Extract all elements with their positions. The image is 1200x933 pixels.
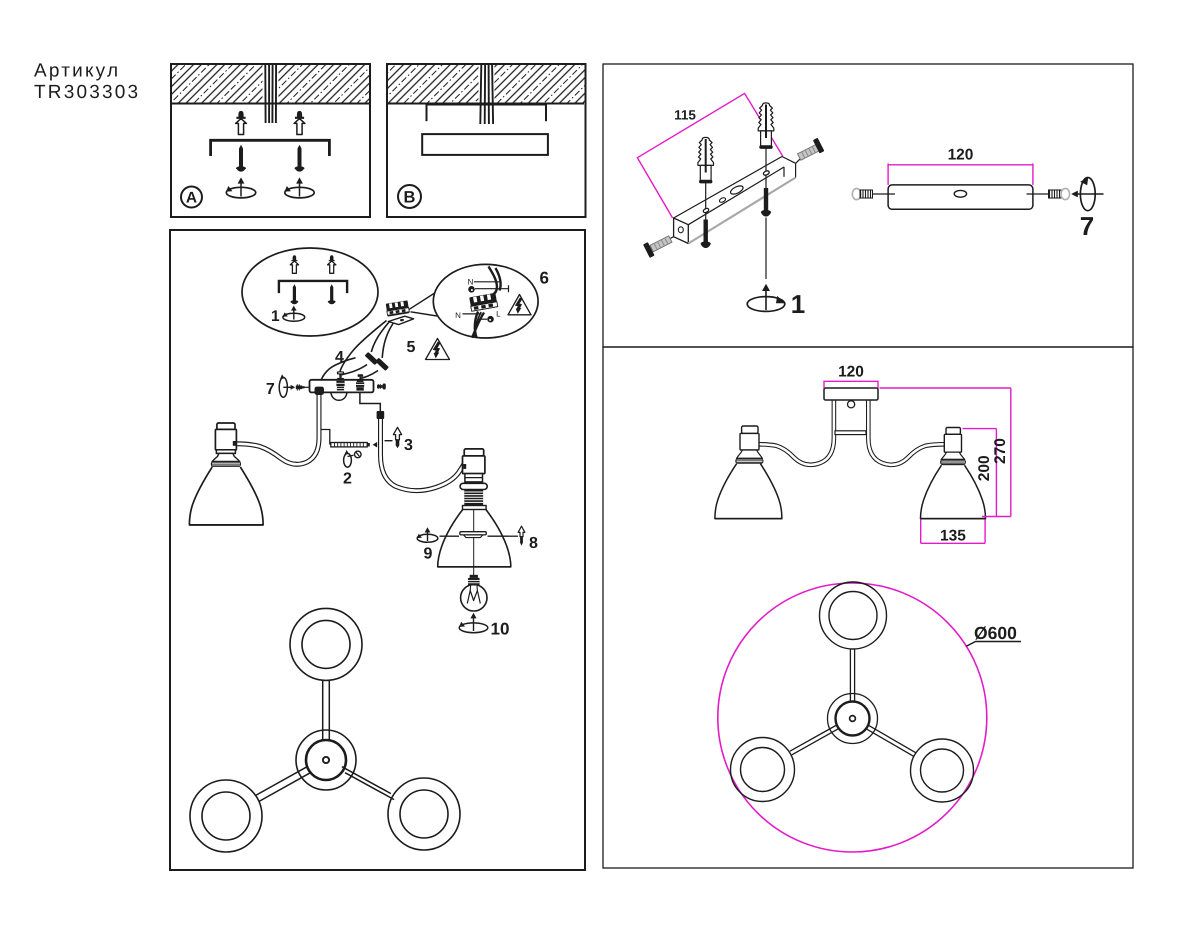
svg-text:1: 1 bbox=[271, 308, 280, 325]
svg-text:120: 120 bbox=[948, 146, 974, 163]
svg-text:1: 1 bbox=[791, 289, 805, 319]
svg-text:Артикул: Артикул bbox=[34, 61, 120, 82]
svg-text:4: 4 bbox=[335, 349, 344, 366]
svg-text:7: 7 bbox=[1080, 211, 1094, 241]
svg-text:9: 9 bbox=[424, 546, 433, 563]
svg-text:270: 270 bbox=[992, 438, 1009, 464]
svg-text:3: 3 bbox=[404, 437, 413, 454]
svg-text:L: L bbox=[496, 309, 501, 318]
svg-text:115: 115 bbox=[674, 108, 696, 123]
svg-text:120: 120 bbox=[838, 364, 864, 381]
svg-text:8: 8 bbox=[529, 535, 538, 552]
svg-text:200: 200 bbox=[976, 455, 993, 481]
svg-text:B: B bbox=[404, 188, 416, 206]
svg-text:135: 135 bbox=[940, 528, 966, 545]
svg-text:TR303303: TR303303 bbox=[34, 82, 140, 103]
svg-text:N: N bbox=[455, 311, 461, 320]
svg-text:7: 7 bbox=[266, 381, 275, 398]
svg-text:2: 2 bbox=[343, 471, 352, 488]
svg-text:N: N bbox=[468, 278, 474, 287]
svg-text:Ø600: Ø600 bbox=[974, 623, 1017, 643]
svg-text:10: 10 bbox=[491, 620, 510, 639]
svg-text:5: 5 bbox=[407, 339, 416, 356]
svg-text:6: 6 bbox=[540, 269, 549, 288]
svg-text:A: A bbox=[186, 190, 197, 207]
